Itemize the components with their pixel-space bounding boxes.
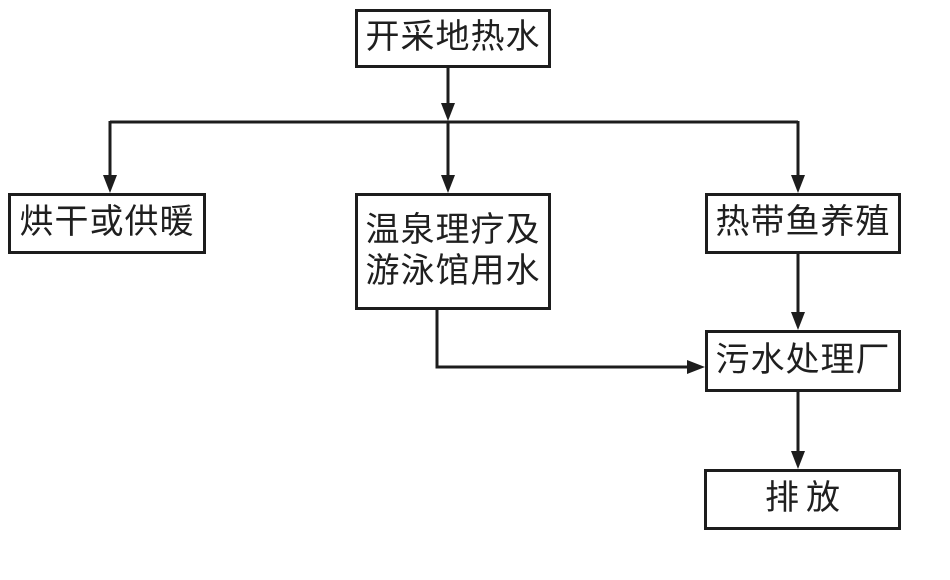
edge-source-to-junction (441, 68, 455, 121)
node-label: 热带鱼养殖 (715, 204, 891, 242)
edge-spa-to-sewage (435, 310, 705, 374)
arrowhead-down-icon (441, 103, 455, 121)
edge-fish-to-sewage (791, 254, 805, 330)
arrowhead-down-icon (441, 175, 455, 193)
node-label: 污水处理厂 (715, 341, 891, 379)
node-label: 开采地热水 (365, 19, 541, 57)
arrowhead-right-icon (687, 360, 705, 374)
edge-junction-to-spa (441, 122, 455, 193)
node-label-line1: 温泉理疗及 (365, 211, 541, 249)
arrowhead-down-icon (791, 175, 805, 193)
node-geothermal-source: 开采地热水 (355, 9, 551, 68)
arrowhead-down-icon (791, 312, 805, 330)
edge-junction-to-drying (103, 121, 117, 193)
node-drying-or-heating: 烘干或供暖 (8, 193, 206, 254)
edge-junction-to-fish (791, 121, 805, 193)
node-label: 烘干或供暖 (19, 204, 195, 242)
node-tropical-fish-farming: 热带鱼养殖 (705, 193, 901, 254)
node-discharge: 排放 (704, 469, 901, 530)
node-label-line2: 游泳馆用水 (365, 252, 541, 290)
node-spa-therapy-swimming: 温泉理疗及 游泳馆用水 (355, 193, 551, 310)
node-label: 排放 (765, 480, 847, 518)
arrowhead-down-icon (103, 175, 117, 193)
node-sewage-treatment-plant: 污水处理厂 (705, 330, 901, 392)
edge-sewage-to-discharge (791, 392, 805, 469)
arrowhead-down-icon (791, 451, 805, 469)
